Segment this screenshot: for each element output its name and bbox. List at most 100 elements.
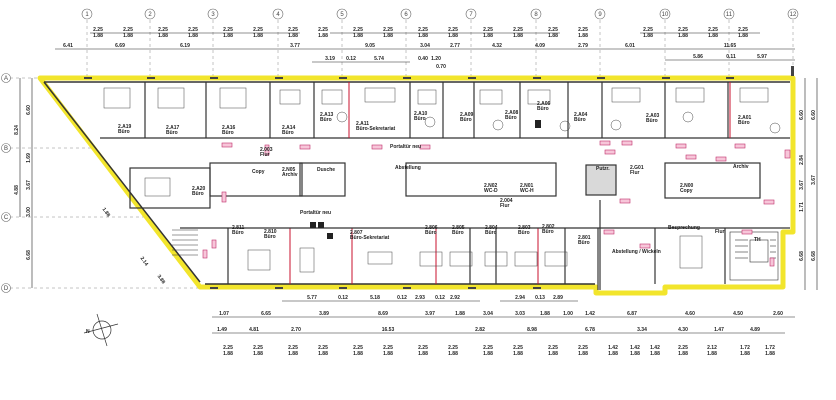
svg-text:3.89: 3.89 xyxy=(319,311,329,317)
svg-text:8.24: 8.24 xyxy=(14,125,20,135)
svg-text:2.25: 2.25 xyxy=(318,345,328,351)
svg-text:6.65: 6.65 xyxy=(261,311,271,317)
svg-text:2.77: 2.77 xyxy=(450,43,460,49)
svg-text:N: N xyxy=(86,329,90,335)
svg-text:6.60: 6.60 xyxy=(26,105,32,115)
svg-text:2.25: 2.25 xyxy=(288,345,298,351)
right-dimension-texts: 6.60 2.84 3.67 1.71 6.68 6.60 3.67 6.68 xyxy=(799,110,817,261)
svg-text:6.87: 6.87 xyxy=(627,311,637,317)
svg-text:1.88: 1.88 xyxy=(123,33,133,39)
dark-cabinets xyxy=(310,120,541,239)
svg-text:3.04: 3.04 xyxy=(420,43,430,49)
svg-text:1.88: 1.88 xyxy=(630,351,640,357)
svg-text:2.94: 2.94 xyxy=(515,295,525,301)
svg-text:3.88: 3.88 xyxy=(156,274,167,286)
svg-text:4.09: 4.09 xyxy=(535,43,545,49)
svg-text:0.11: 0.11 xyxy=(726,54,736,60)
room-label: Portaltür neu xyxy=(300,210,332,216)
svg-text:2.25: 2.25 xyxy=(483,27,493,33)
svg-text:2.25: 2.25 xyxy=(448,27,458,33)
svg-text:11.65: 11.65 xyxy=(724,43,736,49)
svg-text:1.88: 1.88 xyxy=(643,33,653,39)
room-label: Copy xyxy=(252,169,265,175)
north-arrow-icon: N xyxy=(83,313,119,347)
svg-text:9.05: 9.05 xyxy=(365,43,375,49)
svg-text:2.25: 2.25 xyxy=(548,345,558,351)
svg-text:6.78: 6.78 xyxy=(585,327,595,333)
svg-text:1.88: 1.88 xyxy=(678,33,688,39)
svg-text:2.25: 2.25 xyxy=(418,345,428,351)
room-label: Abstellung xyxy=(395,165,421,171)
svg-text:1.00: 1.00 xyxy=(563,311,573,317)
svg-text:2.25: 2.25 xyxy=(353,345,363,351)
svg-text:1.20: 1.20 xyxy=(431,56,441,62)
top-axis-span-texts: 6.41 6.69 6.19 3.77 9.05 3.04 2.77 4.32 … xyxy=(63,43,767,70)
top-dimension-lines xyxy=(55,32,795,63)
svg-text:4.88: 4.88 xyxy=(14,185,20,195)
room-label: Flur xyxy=(715,229,725,235)
svg-text:1.88: 1.88 xyxy=(608,351,618,357)
svg-text:2.25: 2.25 xyxy=(548,27,558,33)
room-label: Archiv xyxy=(733,164,749,170)
svg-text:2.25: 2.25 xyxy=(678,27,688,33)
svg-text:1.88: 1.88 xyxy=(540,311,550,317)
svg-text:6.60: 6.60 xyxy=(811,110,817,120)
svg-text:2.25: 2.25 xyxy=(188,27,198,33)
svg-text:1.88: 1.88 xyxy=(738,33,748,39)
svg-text:6.69: 6.69 xyxy=(115,43,125,49)
svg-text:1.42: 1.42 xyxy=(585,311,595,317)
left-dimension-texts: 8.24 4.88 6.60 1.69 3.67 3.00 6.68 1.88 … xyxy=(14,105,166,285)
svg-text:2.70: 2.70 xyxy=(291,327,301,333)
svg-text:2.14: 2.14 xyxy=(139,256,150,268)
svg-text:3.00: 3.00 xyxy=(26,207,32,217)
svg-text:4.60: 4.60 xyxy=(685,311,695,317)
svg-text:1.88: 1.88 xyxy=(708,33,718,39)
svg-text:3: 3 xyxy=(211,12,215,18)
svg-text:1.88: 1.88 xyxy=(548,33,558,39)
svg-text:3.19: 3.19 xyxy=(325,56,335,62)
svg-text:0.13: 0.13 xyxy=(535,295,545,301)
svg-text:11: 11 xyxy=(726,12,733,18)
svg-text:1.88: 1.88 xyxy=(353,33,363,39)
svg-text:2.25: 2.25 xyxy=(483,345,493,351)
svg-text:2.25: 2.25 xyxy=(288,27,298,33)
svg-text:1.88: 1.88 xyxy=(318,351,328,357)
svg-text:0.12: 0.12 xyxy=(435,295,445,301)
svg-text:3.97: 3.97 xyxy=(425,311,435,317)
svg-text:1.88: 1.88 xyxy=(418,351,428,357)
svg-text:3.34: 3.34 xyxy=(637,327,647,333)
svg-text:10: 10 xyxy=(662,12,669,18)
svg-text:1.88: 1.88 xyxy=(288,351,298,357)
svg-text:2.25: 2.25 xyxy=(418,27,428,33)
svg-text:2.25: 2.25 xyxy=(708,27,718,33)
room-label: Dusche xyxy=(317,167,336,173)
svg-text:8.69: 8.69 xyxy=(378,311,388,317)
svg-text:C: C xyxy=(4,215,9,221)
svg-text:8: 8 xyxy=(534,12,538,18)
svg-text:1.88: 1.88 xyxy=(383,33,393,39)
svg-text:1.42: 1.42 xyxy=(630,345,640,351)
svg-text:1.47: 1.47 xyxy=(714,327,724,333)
svg-text:2.25: 2.25 xyxy=(643,27,653,33)
svg-text:2.93: 2.93 xyxy=(415,295,425,301)
svg-text:12: 12 xyxy=(790,12,797,18)
room-label: Putzr. xyxy=(596,166,610,172)
svg-text:2.25: 2.25 xyxy=(318,27,328,33)
